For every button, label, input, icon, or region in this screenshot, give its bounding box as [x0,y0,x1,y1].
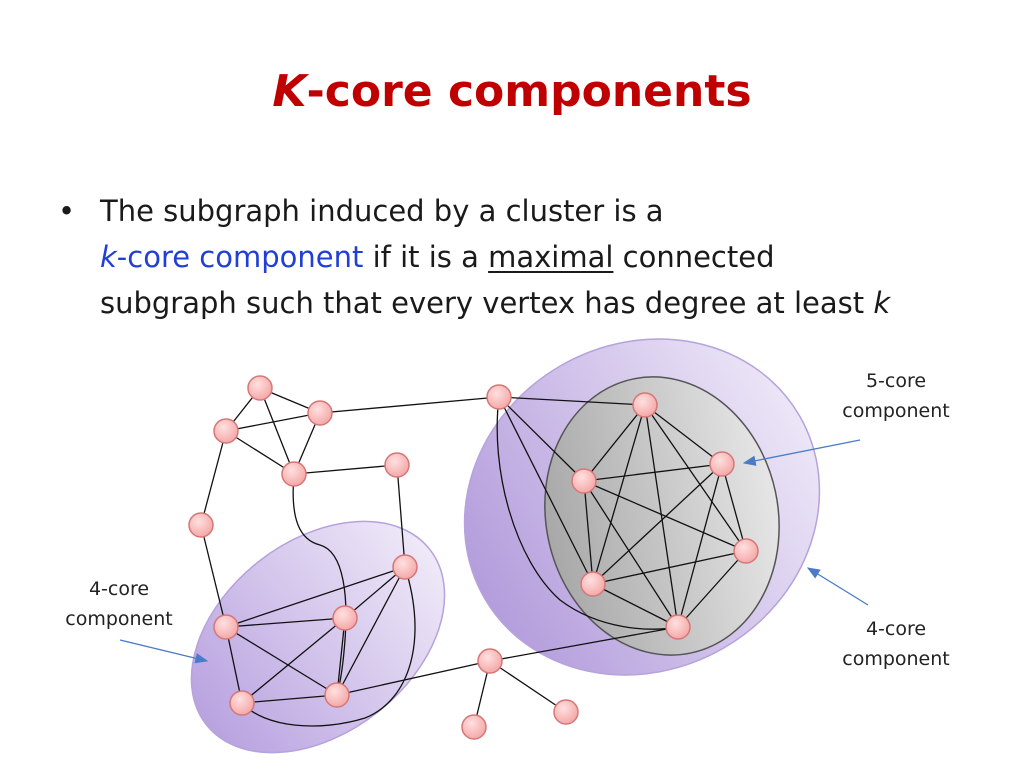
edge [583,463,723,482]
edge [225,626,243,704]
edge [677,550,747,628]
edge [489,626,679,662]
annotation-right-four-core: 4-core component [830,614,962,674]
kcore-term-rest: -core component [116,240,364,274]
edge [592,463,723,585]
edge [498,396,594,585]
edge [583,480,747,552]
edge [583,480,594,585]
annotation-top-right-line-2: component [842,400,950,422]
bullet-line-1: The subgraph induced by a cluster is a [100,194,664,228]
edge [225,566,406,628]
edge [225,412,321,432]
annotation-left-line-2: component [65,608,173,630]
edge [396,464,406,568]
edge [489,660,567,713]
edge [583,480,679,628]
edge [344,566,406,619]
edge [644,404,723,465]
edge [592,550,747,585]
edge [292,473,347,696]
edge [496,396,679,630]
bullet-mid: if it is a [363,240,489,274]
bullet-end-var: k [873,286,891,320]
arrow-five-core-annotation [742,439,861,466]
annotation-left-four-core: 4-core component [54,574,184,634]
graph-node [580,571,606,597]
edge [336,566,406,696]
graph-node [188,512,214,538]
edge [241,566,416,727]
annotation-five-core: 5-core component [830,366,962,426]
title-k-variable: K [272,66,307,117]
bullet-symbol: • [58,194,76,228]
annotation-top-right-line-1: 5-core [865,370,927,392]
graph-node [247,375,273,401]
edge [259,387,295,475]
graph-node [733,538,759,564]
graph-node [384,452,410,478]
edge [241,617,346,704]
edge [498,396,646,406]
edge [677,463,723,628]
graph-node [665,614,691,640]
bullet-line-3: subgraph such that every vertex has degr… [100,286,874,320]
graph-node [324,682,350,708]
title-text: -core components [306,66,752,117]
graph-node [332,605,358,631]
edge [319,396,500,414]
kcore-term: k-core component [100,240,363,274]
graph-node [461,714,487,740]
edge [592,404,646,585]
edge [721,463,747,552]
edge [293,464,398,475]
edge [592,583,679,628]
graph-node [477,648,503,674]
graph-node [281,461,307,487]
edge [241,694,338,704]
annotation-left-line-1: 4-core [88,578,150,600]
graph-node [486,384,512,410]
annotation-bottom-right-line-1: 4-core [865,618,927,640]
bullet-text: The subgraph induced by a cluster is a k… [100,188,980,326]
maximal-emphasis: maximal [488,240,614,274]
edge [225,626,338,696]
graph-node [392,554,418,580]
edge [644,404,679,628]
annotation-bottom-right-line-2: component [842,648,950,670]
four-core-region-left [190,520,446,754]
graph-node [213,418,239,444]
graph-node [553,699,579,725]
graph-node [307,400,333,426]
edge [200,524,227,628]
kcore-term-var: k [100,240,117,274]
edge [336,660,491,696]
arrow-left-annotation [119,639,209,664]
graph-nodes [188,375,759,740]
graph-node [632,392,658,418]
graph-node [709,451,735,477]
edge [225,617,346,628]
graph-node [571,468,597,494]
slide-title: K-core components [0,66,1024,119]
arrow-right-annotation [806,567,869,606]
graph-node [213,614,239,640]
edge [583,404,646,482]
edge [225,430,295,475]
edge [644,404,747,552]
graph-node [229,690,255,716]
edge [336,617,346,696]
bullet-after: connected [613,240,775,274]
edge [498,396,585,482]
edge [200,430,227,526]
